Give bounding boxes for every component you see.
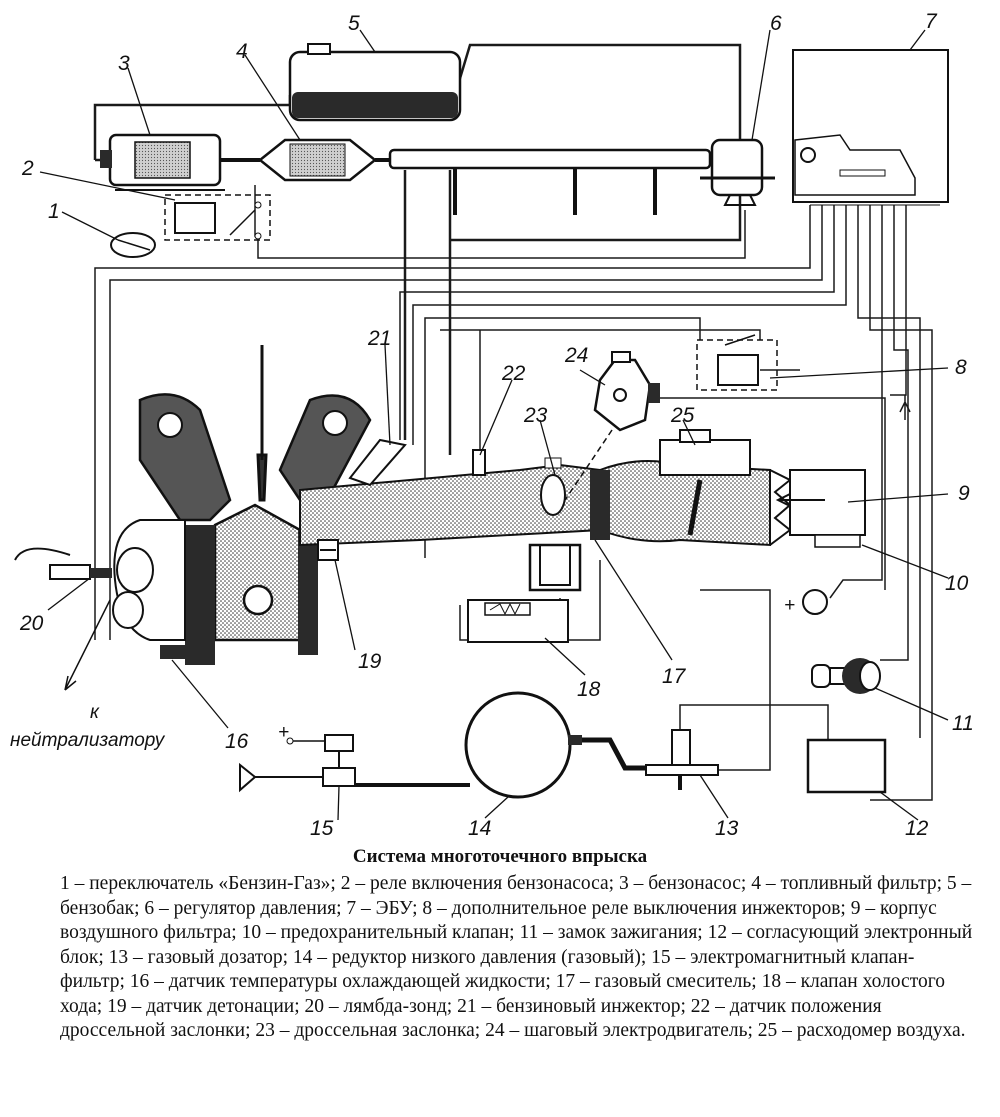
lambda-sensor <box>14 547 112 580</box>
solenoid-filter-valve <box>239 734 356 793</box>
label-4: 4 <box>236 40 248 63</box>
gas-reducer <box>350 691 646 799</box>
leader-lines <box>39 29 949 821</box>
note-k: к <box>90 702 100 723</box>
label-16: 16 <box>225 730 249 753</box>
engine-cylinder-head <box>112 345 372 665</box>
fuel-pump <box>100 133 260 191</box>
intake-manifold <box>299 463 601 592</box>
component-labels: 1 2 3 4 5 6 7 8 9 10 11 12 13 14 15 16 1… <box>10 10 974 840</box>
gas-dispenser <box>645 729 719 790</box>
label-8: 8 <box>955 356 967 379</box>
petrol-gas-switch <box>110 232 156 258</box>
label-13: 13 <box>715 817 739 840</box>
label-17: 17 <box>662 665 687 688</box>
ecu <box>792 49 949 206</box>
pressure-regulator <box>700 138 775 206</box>
label-14: 14 <box>468 817 491 840</box>
fuel-tank <box>288 43 462 122</box>
note-neutralizer: нейтрализатору <box>10 730 166 751</box>
label-18: 18 <box>577 678 601 701</box>
injector-cutoff-relay <box>696 334 778 391</box>
label-6: 6 <box>770 12 782 35</box>
fuel-filter <box>257 138 395 182</box>
label-10: 10 <box>945 572 969 595</box>
label-24: 24 <box>564 344 588 367</box>
caption-legend: 1 – переключатель «Бензин-Газ»; 2 – реле… <box>60 873 973 1041</box>
label-15: 15 <box>310 817 334 840</box>
plus-sign-gas: + <box>278 722 289 743</box>
stepper-link <box>564 429 613 501</box>
label-3: 3 <box>118 52 130 75</box>
label-1: 1 <box>48 200 60 223</box>
label-22: 22 <box>501 362 526 385</box>
matching-electronic-unit <box>806 738 887 794</box>
air-filter-housing <box>590 460 866 548</box>
caption-title: Система многоточечного впрыска <box>352 846 648 867</box>
label-23: 23 <box>523 404 548 427</box>
label-5: 5 <box>348 12 360 35</box>
coolant-temp-sensor <box>160 645 190 659</box>
label-19: 19 <box>358 650 382 673</box>
tps-sensor <box>472 449 486 476</box>
label-9: 9 <box>958 482 970 505</box>
label-7: 7 <box>925 10 938 33</box>
exhaust-arrow <box>64 599 111 691</box>
wiring <box>94 185 933 801</box>
plus-terminal <box>802 589 828 615</box>
label-11: 11 <box>952 712 974 735</box>
air-flow-meter <box>659 429 751 476</box>
injection-system-diagram: 1 2 3 4 5 6 7 8 9 10 11 12 13 14 15 16 1… <box>10 10 974 840</box>
label-12: 12 <box>905 817 929 840</box>
idle-valve <box>467 599 569 643</box>
label-21: 21 <box>367 327 391 350</box>
label-25: 25 <box>670 404 695 427</box>
pump-relay <box>164 194 271 241</box>
label-2: 2 <box>21 157 34 180</box>
throttle-valve <box>540 457 566 516</box>
plus-sign: + <box>784 595 795 616</box>
fuel-injector <box>348 438 407 487</box>
knock-sensor <box>317 539 339 561</box>
ignition-lock <box>811 658 881 694</box>
fuel-rail <box>388 148 712 215</box>
stepper-motor <box>593 351 660 432</box>
label-20: 20 <box>19 612 44 635</box>
